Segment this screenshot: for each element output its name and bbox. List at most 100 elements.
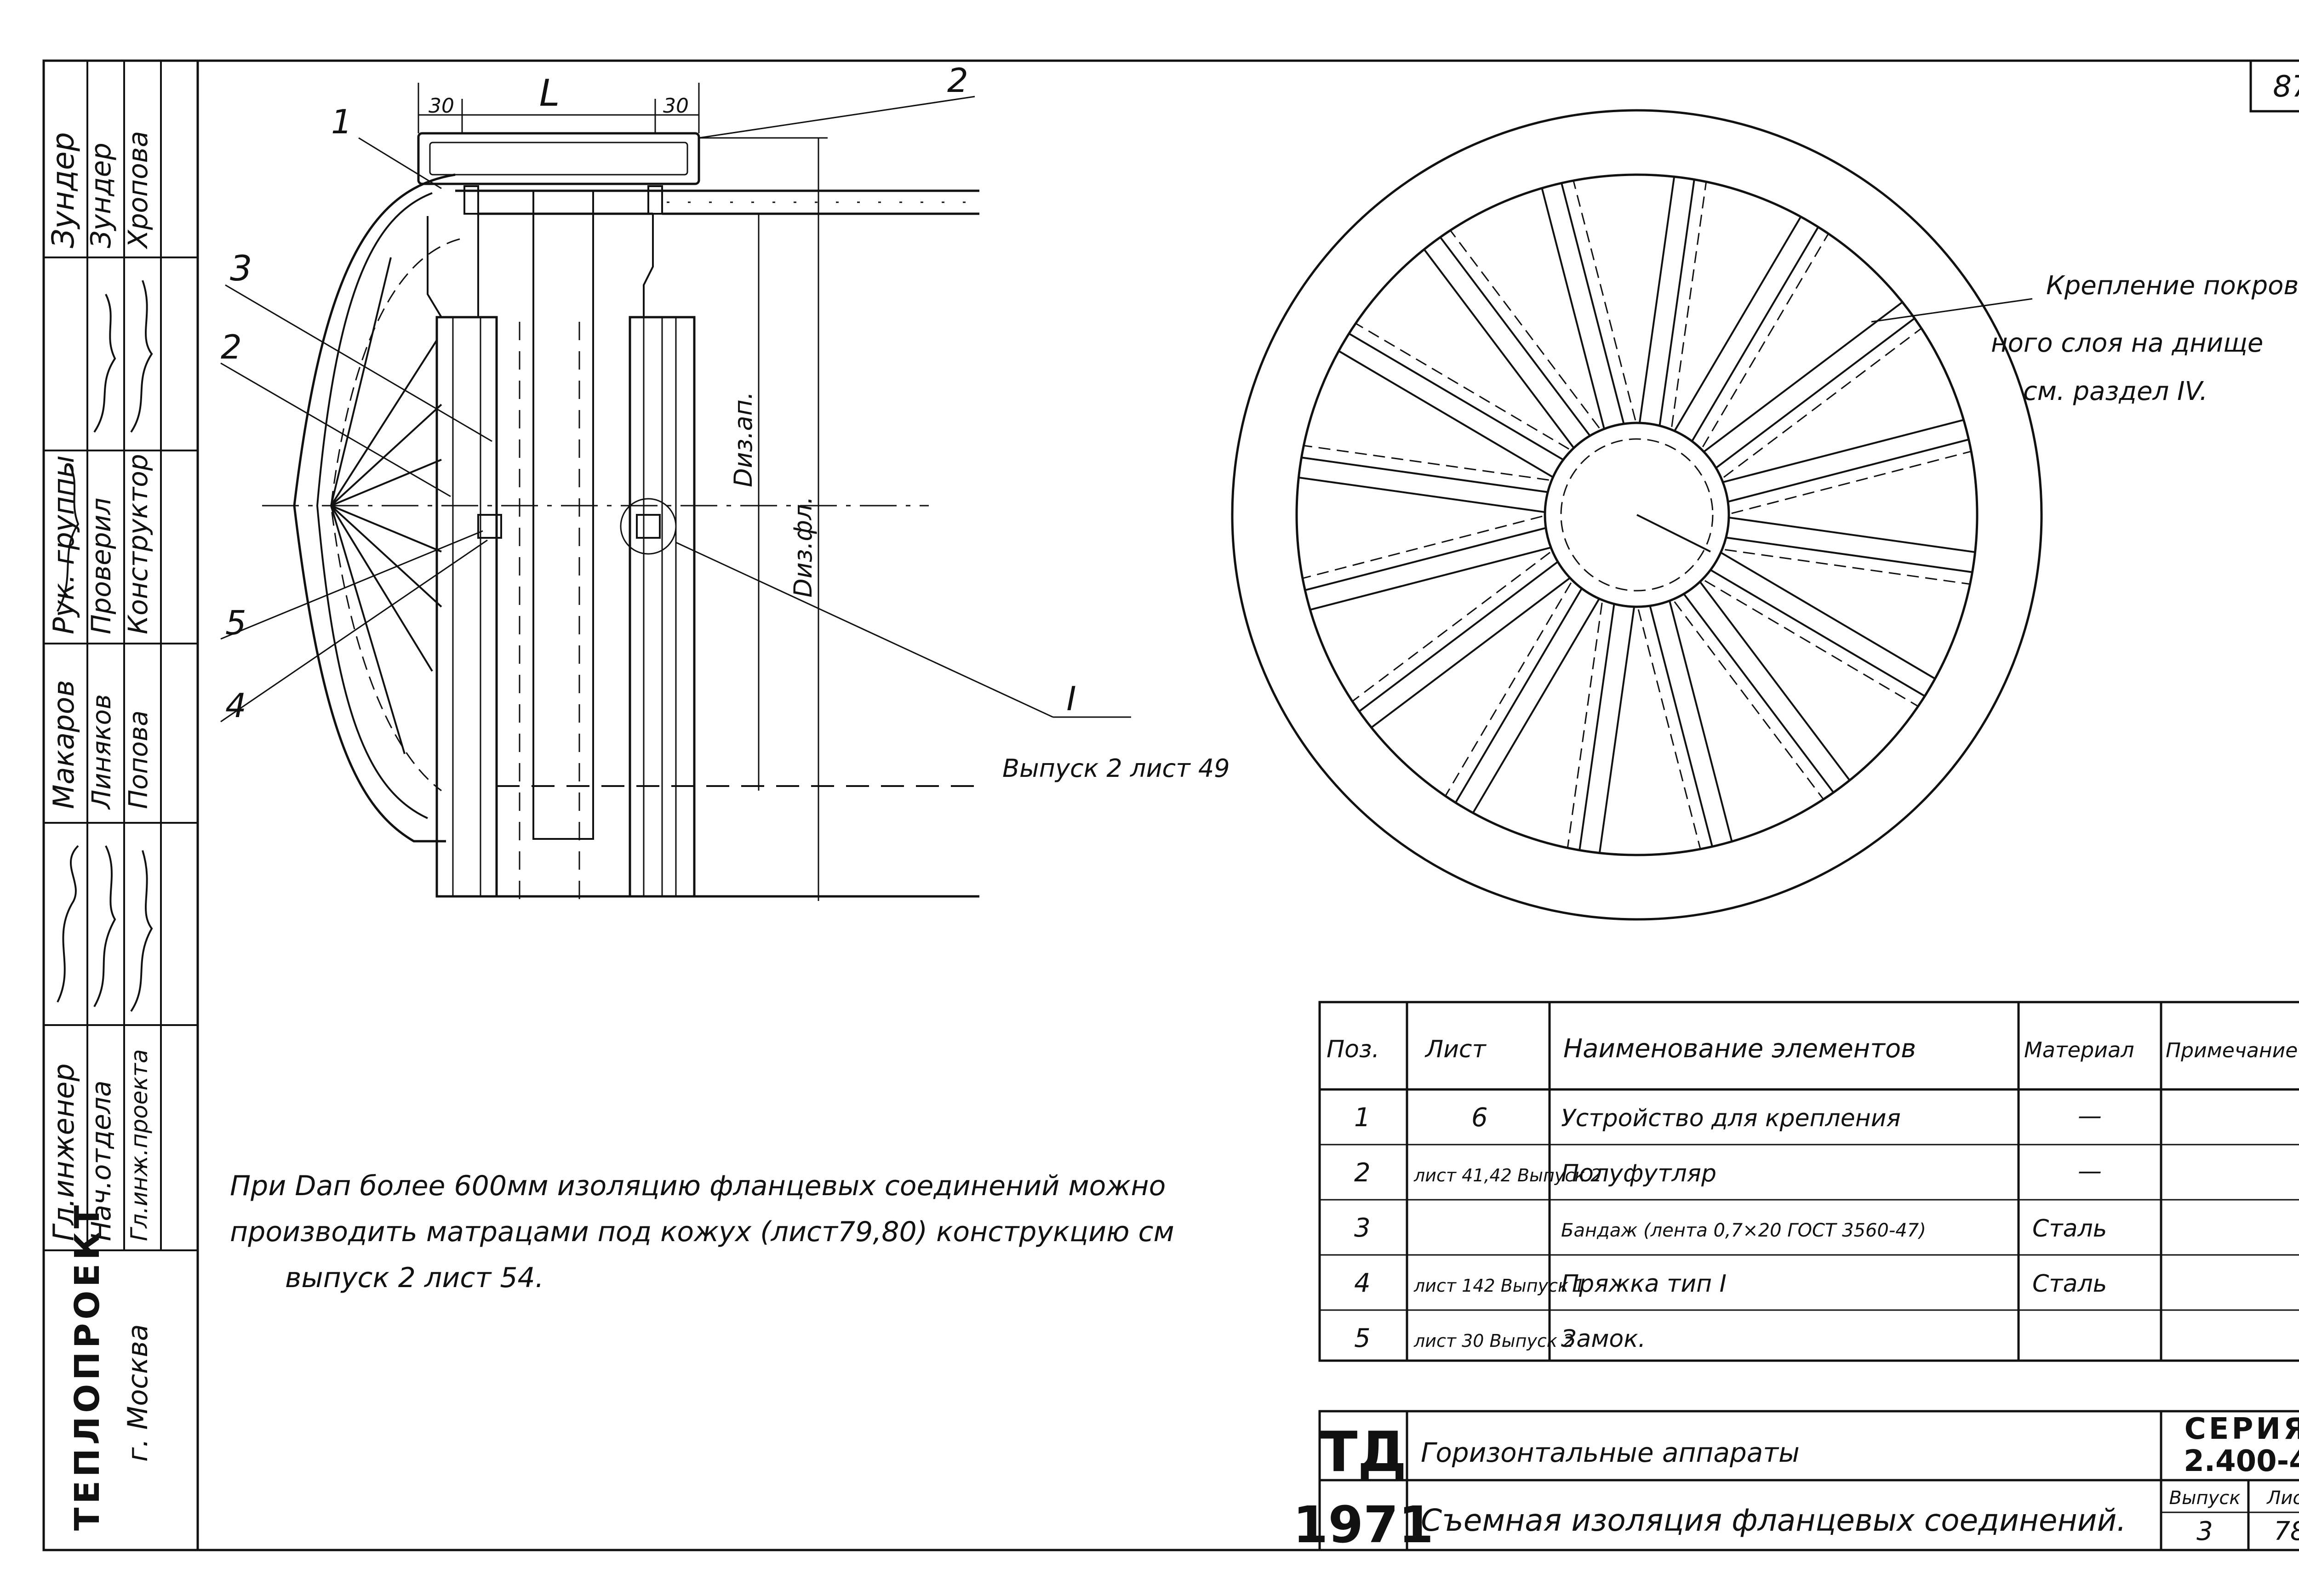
main-note-line-3: выпуск 2 лист 54. [285,1262,544,1294]
section-view [220,83,1131,901]
series-value: 2.400-4 [2184,1444,2299,1478]
spoke-dashed-edge [1702,233,1830,448]
spoke-dashed-edge [1355,322,1570,450]
spec-header-pos: Поз. [1327,1036,1379,1063]
spec-row-2-name: Полуфутляр [1561,1160,1716,1187]
spoke [1710,552,1936,697]
callout-5: 5 [225,604,246,642]
stamp-city: г. Москва [122,1324,154,1462]
dimension-l: L [539,72,560,114]
stamp-role-checked: Проверил [86,498,117,634]
spoke [1639,176,1695,426]
side-stamp [44,61,198,1251]
spoke-dashed-edge [1725,549,1971,585]
title-year: 1971 [1293,1495,1434,1554]
spoke [1358,561,1570,729]
spec-row-2-material: — [2078,1157,2102,1185]
main-note-line-1: При Dап более 600мм изоляцию фланцевых с… [230,1170,1166,1202]
spec-row-5-sheet: лист 30 Выпуск 2 [1413,1331,1574,1351]
spoke-dashed-edge [1637,609,1701,850]
stamp-role-chief-project-eng: Гл.инж.проекта [126,1049,153,1241]
callout-2-side: 2 [221,328,242,366]
spoke-dashed-edge [1723,327,1923,478]
spec-header-note: Примечание [2166,1039,2298,1062]
spec-row-3-name: Бандаж (лента 0,7×20 ГОСТ 3560-47) [1561,1220,1926,1241]
spoke-dashed-edge [1302,515,1543,579]
callout-4: 4 [225,686,246,725]
stamp-role-group-lead: Рук. группы [47,455,80,634]
spoke [1541,182,1625,429]
spec-row-1-sheet: 6 [1471,1103,1488,1133]
spoke-dashed-edge [1351,552,1551,702]
spoke-dashed-edge [1567,603,1603,849]
spec-row-1-material: — [2078,1102,2102,1130]
title-main: Съемная изоляция фланцевых соединений. [1421,1503,2126,1538]
end-view-note-line-2: ного слоя на днище [1991,328,2263,358]
stamp-name-popova: Попова [124,710,154,809]
spoke-dashed-edge [1671,181,1707,427]
spec-header-name: Наименование элементов [1563,1034,1916,1064]
spec-table: Поз. Лист Наименование элементов Материа… [1327,1034,2298,1353]
spoke [1683,581,1851,793]
title-subject: Горизонтальные аппараты [1421,1437,1800,1468]
stamp-role-chief-engineer: Гл.инженер [47,1063,80,1241]
spoke-dashed-edge [1573,180,1636,421]
main-note-line-2: производить матрацами под кожух (лист79,… [230,1216,1174,1248]
signature-marks [57,280,153,1012]
stamp-name-khropova: Хропова [122,131,154,250]
stamp-org: ТЕПЛОПРОЕКТ [68,1202,107,1531]
stamp-role-designer: Конструктор [122,454,154,634]
dimension-d-insulation: Dиз.ап. [729,392,758,487]
title-block: ТД 1971 Горизонтальные аппараты Съемная … [1293,1412,2299,1554]
dimension-30-right: 30 [663,94,689,118]
issue-label: Выпуск [2169,1488,2241,1509]
spec-row-4-sheet: лист 142 Выпуск 1 [1413,1276,1585,1296]
spoke [1454,588,1600,814]
spec-row-4-pos: 4 [1354,1268,1371,1298]
stamp-role-head-of-dept: Нач.отдела [86,1080,117,1241]
detail-reference-text: Выпуск 2 лист 49 [1002,754,1230,783]
end-view-note-line-3: см. раздел IV. [2023,376,2207,406]
detail-reference-mark: I [1066,679,1076,718]
title-logo: ТД [1320,1420,1407,1484]
spec-row-4-material: Сталь [2032,1270,2107,1298]
stamp-name-zunder-2: Зундер [85,142,117,248]
spoke [1726,517,1976,573]
stamp-name-linyakov: Линяков [87,694,117,810]
sheet-label: Лист [2266,1488,2299,1509]
spoke [1423,236,1590,448]
side-stamp-text: Гл.инженер Нач.отдела Гл.инж.проекта Мак… [46,131,154,1531]
spec-row-5-pos: 5 [1354,1323,1371,1353]
main-note: При Dап более 600мм изоляцию фланцевых с… [230,1170,1174,1294]
callout-3: 3 [230,248,252,289]
spoke-dashed-edge [1674,601,1824,801]
spoke-dashed-edge [1704,580,1919,707]
spoke [1298,456,1548,513]
spoke-dashed-edge [1731,450,1972,514]
section-view-labels: L 30 30 1 2 3 2 5 4 Dиз.ап. Dиз.фл. I Вы… [221,61,1230,783]
spec-row-3-material: Сталь [2032,1215,2107,1243]
spoke-dashed-edge [1449,229,1600,429]
dimension-30-left: 30 [429,94,454,118]
stamp-name-makarov: Макаров [47,680,80,809]
callout-1: 1 [331,103,352,141]
dimension-d-flange: Dиз.фл. [789,496,818,598]
end-view-note-line-1: Крепление покров- [2046,271,2299,301]
drawing-frame [42,59,2299,1551]
spec-row-2-sheet: лист 41,42 Выпуск 2 [1413,1165,1601,1186]
spoke [1649,601,1733,847]
series-label: СЕРИЯ [2185,1412,2299,1446]
spec-header-sheet: Лист [1424,1036,1487,1063]
spoke [1304,527,1551,611]
spec-row-1-pos: 1 [1354,1103,1371,1133]
spec-row-5-name: Замок. [1561,1325,1646,1353]
spoke [1704,301,1916,468]
page-number: 87 [2273,70,2299,104]
spec-row-1-name: Устройство для крепления [1561,1105,1901,1132]
end-view [1231,109,2043,921]
spoke-set [1298,176,1976,854]
spec-row-2-pos: 2 [1354,1158,1371,1188]
spec-row-3-pos: 3 [1354,1213,1371,1243]
